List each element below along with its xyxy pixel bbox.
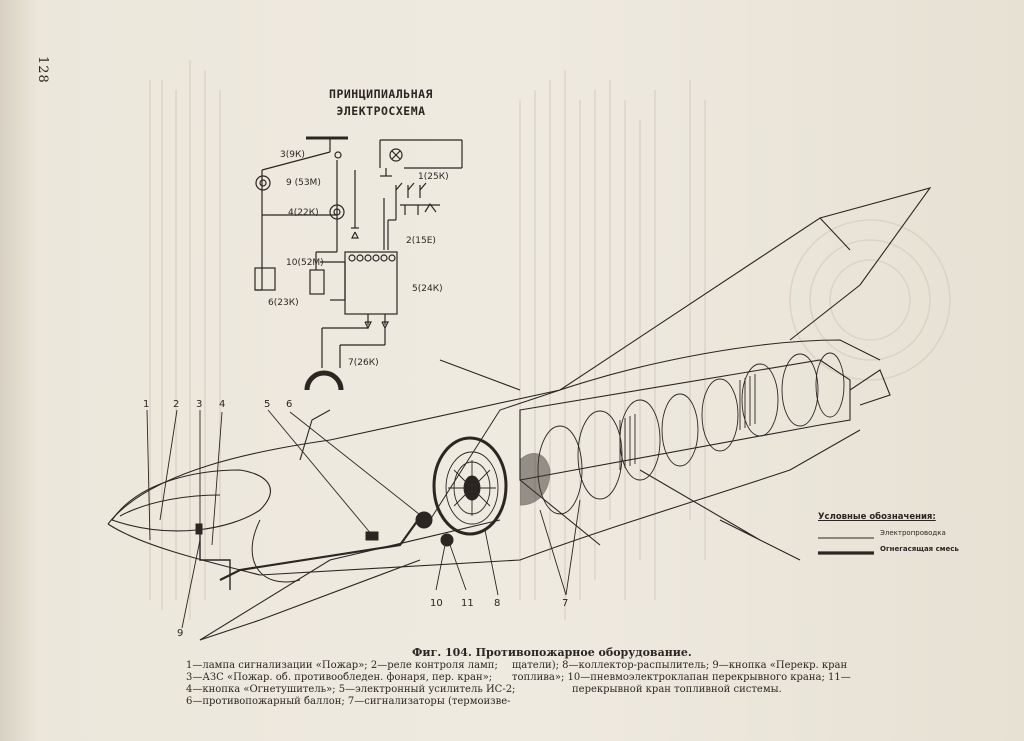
schematic-label-3: 3(9К) bbox=[280, 150, 305, 160]
caption-line: 6—противопожарный баллон; 7—сигнализатор… bbox=[186, 696, 511, 707]
schematic-label-1: 1(25К) bbox=[418, 172, 449, 182]
bleed-through-text bbox=[149, 60, 951, 620]
callout-6: 6 bbox=[286, 399, 293, 410]
legend-row-wiring: Электропроводка bbox=[818, 526, 968, 542]
schematic-label-4: 4(22К) bbox=[288, 208, 319, 218]
callout-7: 7 bbox=[562, 598, 569, 609]
callout-3: 3 bbox=[196, 399, 203, 410]
caption-line: щатели); 8—коллектор-распылитель; 9—кноп… bbox=[512, 660, 848, 671]
legend-label-mixture: Огнегасящая смесь bbox=[880, 545, 959, 553]
caption-left-column: 1—лампа сигнализации «Пожар»; 2—реле кон… bbox=[186, 660, 516, 708]
fire-extinguishing-lines bbox=[195, 389, 561, 590]
schematic-label-9: 9 (53М) bbox=[286, 178, 321, 188]
caption-line: 3—АЗС «Пожар. об. противообледен. фонаря… bbox=[186, 672, 493, 683]
callout-11: 11 bbox=[461, 598, 474, 609]
callout-9: 9 bbox=[177, 628, 184, 639]
schematic-title: ПРИНЦИПИАЛЬНАЯ ЭЛЕКТРОСХЕМА bbox=[316, 86, 446, 120]
electrical-schematic bbox=[254, 136, 463, 391]
callout-10: 10 bbox=[430, 598, 443, 609]
caption-line: топлива»; 10—пневмоэлектроклапан перекры… bbox=[512, 672, 851, 683]
legend-title: Условные обозначения: bbox=[818, 512, 936, 522]
callout-1: 1 bbox=[143, 399, 150, 410]
schematic-label-6: 6(23К) bbox=[268, 298, 299, 308]
schematic-title-line-1: ПРИНЦИПИАЛЬНАЯ bbox=[329, 87, 433, 101]
caption-line: 4—кнопка «Огнетушитель»; 5—электронный у… bbox=[186, 684, 516, 695]
callout-4: 4 bbox=[219, 399, 226, 410]
callout-2: 2 bbox=[173, 399, 180, 410]
schematic-title-line-2: ЭЛЕКТРОСХЕМА bbox=[336, 104, 426, 118]
callout-8: 8 bbox=[494, 598, 501, 609]
schematic-label-10: 10(52М) bbox=[286, 258, 324, 268]
engine-section bbox=[432, 352, 845, 536]
schematic-label-7: 7(26К) bbox=[348, 358, 379, 368]
aircraft-cutaway bbox=[107, 187, 932, 641]
schematic-label-2: 2(15Е) bbox=[406, 236, 436, 246]
caption-right-column: щатели); 8—коллектор-распылитель; 9—кноп… bbox=[512, 660, 852, 696]
figure-caption: Фиг. 104. Противопожарное оборудование. bbox=[412, 646, 692, 659]
legend-row-mixture: Огнегасящая смесь bbox=[818, 542, 968, 558]
legend-label-wiring: Электропроводка bbox=[880, 529, 946, 537]
caption-line: перекрывной кран топливной системы. bbox=[572, 684, 782, 695]
legend: Условные обозначения: Электропроводка Ог… bbox=[818, 512, 968, 558]
caption-line: 1—лампа сигнализации «Пожар»; 2—реле кон… bbox=[186, 660, 498, 671]
callout-leaders bbox=[146, 409, 581, 629]
schematic-label-5: 5(24К) bbox=[412, 284, 443, 294]
callout-5: 5 bbox=[264, 399, 271, 410]
